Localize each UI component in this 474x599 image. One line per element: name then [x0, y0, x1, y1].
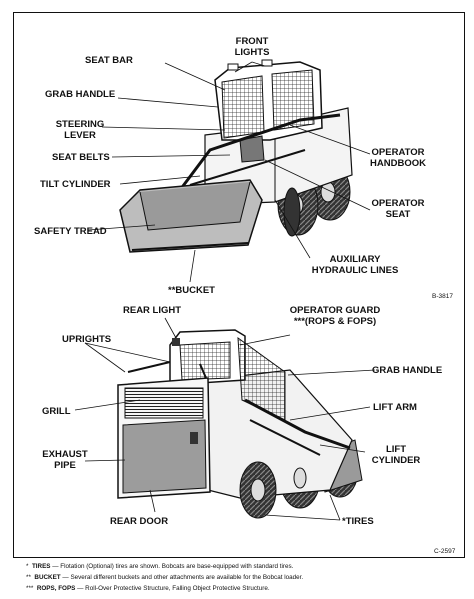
rear-view-loader [117, 329, 363, 519]
label-steering-lever: LEVER [64, 130, 96, 141]
rear-door [122, 419, 207, 494]
footnote-bucket: ** BUCKET — Several different buckets an… [26, 574, 304, 581]
label-grill: GRILL [42, 406, 71, 417]
label-operator-guard: ***(ROPS & FOPS) [294, 316, 376, 327]
label-safety-tread: SAFETY TREAD [34, 226, 107, 237]
label-operator-handbook: OPERATOR [372, 147, 425, 158]
label-tilt-cylinder: TILT CYLINDER [40, 179, 111, 190]
label-auxiliary-hydraulic-lines: AUXILIARY [330, 254, 382, 265]
label-lift-cylinder: LIFT [386, 444, 406, 455]
leader-lines [74, 61, 376, 521]
label-auxiliary-hydraulic-lines: HYDRAULIC LINES [312, 265, 399, 276]
label-rear-light: REAR LIGHT [123, 305, 181, 316]
label-tires: *TIRES [342, 516, 374, 527]
label-exhaust-pipe: EXHAUST [42, 449, 88, 460]
label-operator-seat: SEAT [386, 209, 411, 220]
tire [293, 467, 307, 489]
label-rear-door: REAR DOOR [110, 516, 168, 527]
label-bucket: **BUCKET [168, 285, 215, 296]
label-seat-bar: SEAT BAR [85, 55, 133, 66]
label-exhaust-pipe: PIPE [54, 460, 76, 471]
label-front-lights: FRONT [236, 36, 269, 47]
label-seat-belts: SEAT BELTS [52, 152, 110, 163]
front-light [261, 59, 273, 67]
footnote-rops-fops: *** ROPS, FOPS — Roll-Over Protective St… [26, 585, 270, 592]
grill [124, 387, 204, 419]
label-steering-lever: STEERING [56, 119, 105, 130]
figure-frame [13, 12, 465, 558]
label-lift-cylinder: CYLINDER [372, 455, 421, 466]
lift-arm [244, 398, 351, 450]
label-operator-seat: OPERATOR [372, 198, 425, 209]
label-front-lights: LIGHTS [235, 47, 270, 58]
label-lift-arm: LIFT ARM [373, 402, 417, 413]
label-operator-guard: OPERATOR GUARD [290, 305, 381, 316]
label-uprights: UPRIGHTS [62, 334, 111, 345]
figure-code-top: B-3817 [432, 293, 453, 300]
front-view-loader [119, 59, 353, 253]
footnote-tires: * TIRES — Flotation (Optional) tires are… [26, 563, 294, 570]
label-grab-handle: GRAB HANDLE [45, 89, 115, 100]
label-grab-handle-rear: GRAB HANDLE [372, 365, 442, 376]
front-light [227, 63, 239, 71]
label-operator-handbook: HANDBOOK [370, 158, 426, 169]
figure-code-bottom: C-2597 [434, 548, 456, 555]
rear-light [172, 338, 180, 346]
tire [283, 187, 301, 237]
